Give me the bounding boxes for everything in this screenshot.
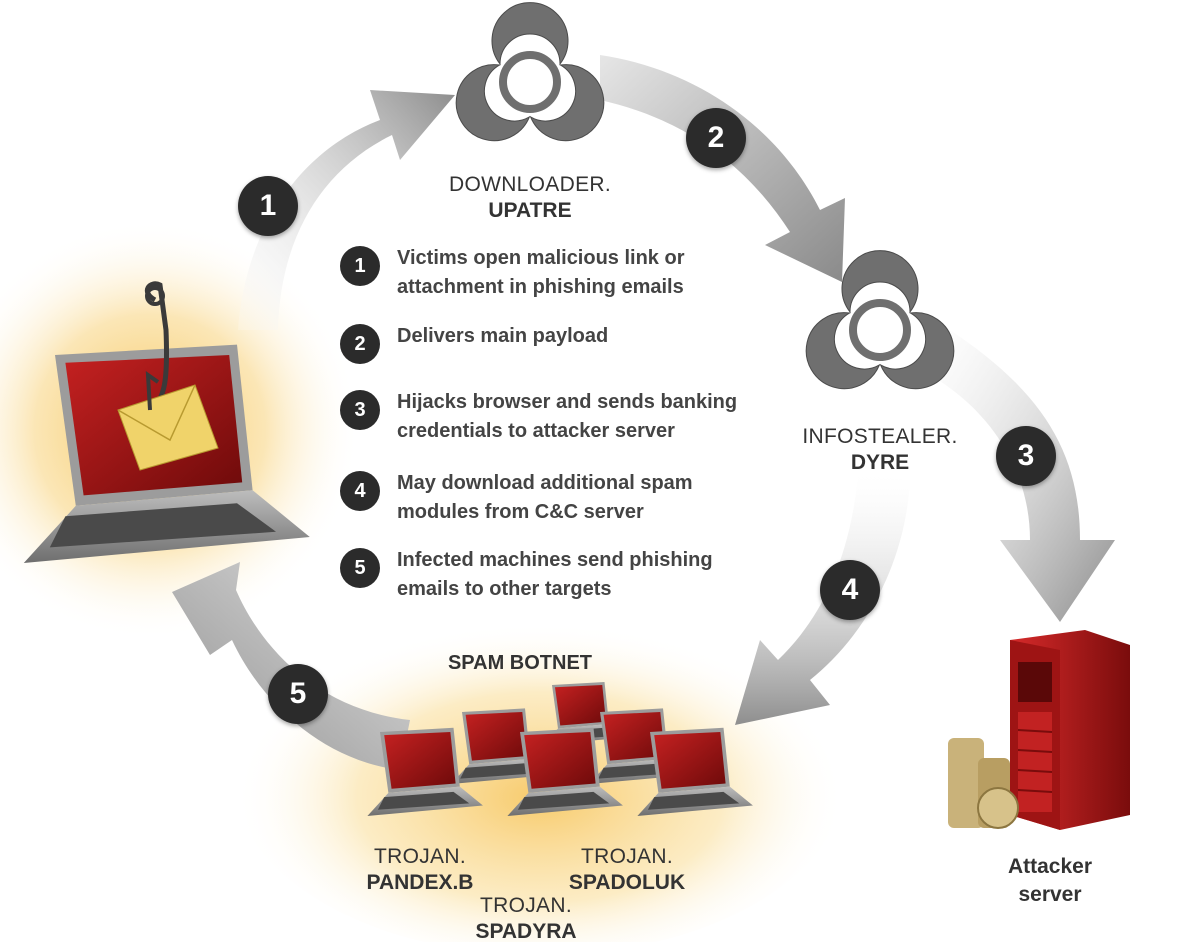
server-icon — [1010, 630, 1130, 830]
spam-botnet-title: SPAM BOTNET — [447, 652, 593, 674]
step-text: Hijacks browser and sends banking creden… — [397, 391, 738, 442]
step-number: 1 — [340, 246, 380, 286]
spadyra-type: TROJAN. — [480, 894, 572, 917]
attacker-line1: Attacker — [1007, 855, 1093, 878]
step-number: 5 — [340, 548, 380, 588]
spadyra-name: SPADYRA — [475, 920, 577, 943]
spadyra-label: TROJAN. SPADYRA — [456, 893, 596, 945]
attacker-server-label: Attacker server — [990, 853, 1110, 909]
step-number: 3 — [340, 390, 380, 430]
pandex-type: TROJAN. — [374, 845, 466, 868]
arrow-badge-3: 3 — [996, 426, 1056, 486]
step-text: Infected machines send phishing emails t… — [397, 549, 713, 600]
infostealer-label: INFOSTEALER. DYRE — [780, 424, 980, 476]
step-number: 4 — [340, 471, 380, 511]
arrow-badge-2: 2 — [686, 108, 746, 168]
arrow-4 — [735, 475, 910, 725]
infostealer-name: DYRE — [850, 451, 910, 474]
arrow-badge-1: 1 — [238, 176, 298, 236]
arrow-badge-4: 4 — [820, 560, 880, 620]
step-text: Victims open malicious link or attachmen… — [397, 247, 685, 298]
arrow-1 — [238, 90, 455, 330]
step-number: 2 — [340, 324, 380, 364]
downloader-label: DOWNLOADER. UPATRE — [430, 172, 630, 224]
biohazard-icon — [442, 3, 617, 155]
spadoluk-name: SPADOLUK — [568, 871, 686, 894]
step-text: May download additional spam modules fro… — [397, 472, 693, 523]
arrow-badge-5: 5 — [268, 664, 328, 724]
step-text: Delivers main payload — [397, 325, 609, 347]
downloader-name: UPATRE — [488, 199, 572, 222]
spadoluk-type: TROJAN. — [581, 845, 673, 868]
downloader-type: DOWNLOADER. — [449, 173, 611, 196]
envelope-icon — [117, 370, 219, 471]
attacker-line2: server — [1018, 883, 1082, 906]
pandex-name: PANDEX.B — [366, 871, 474, 894]
spadoluk-label: TROJAN. SPADOLUK — [552, 844, 702, 896]
coins-icon — [948, 738, 1019, 829]
arrow-5 — [172, 562, 410, 770]
pandex-label: TROJAN. PANDEX.B — [350, 844, 490, 896]
infostealer-type: INFOSTEALER. — [802, 425, 958, 448]
arrow-2 — [600, 55, 845, 282]
